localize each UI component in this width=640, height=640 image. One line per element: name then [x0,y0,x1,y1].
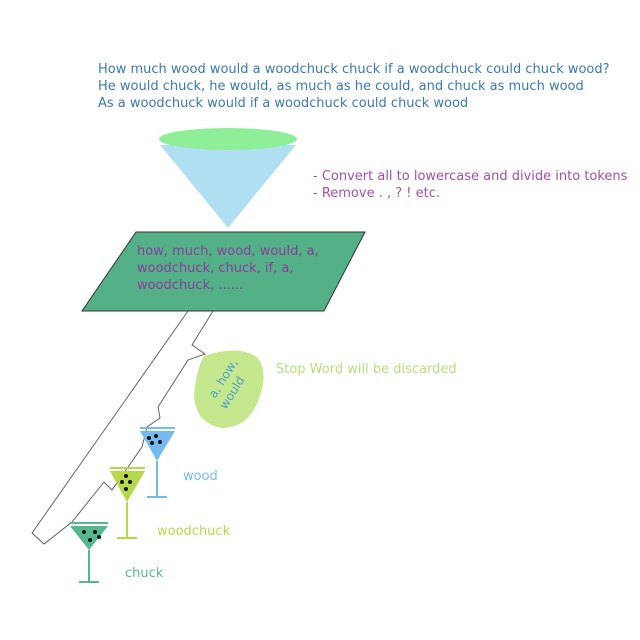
input-text-line-1: How much wood would a woodchuck chuck if… [98,62,610,77]
glass-bowl [70,526,108,550]
glass-dot [128,480,132,484]
funnel-cone [160,145,296,228]
glass-chuck [70,522,108,583]
glass-dot [93,530,97,534]
stop-word-leaf [194,350,264,428]
glass-label-woodchuck: woodchuck [157,524,231,539]
glass-dot [82,530,86,534]
glass-label-chuck: chuck [125,566,164,581]
glass-dot [150,441,154,445]
input-text-line-3: As a woodchuck would if a woodchuck coul… [98,96,469,111]
stop-word-label: Stop Word will be discarded [276,362,457,377]
token-line-1: how, much, wood, would, a, [137,244,319,259]
glass-dot [154,434,158,438]
glass-dot [88,538,92,542]
funnel-rim [159,128,297,150]
token-line-3: woodchuck, ...... [137,278,244,293]
glass-dot [120,480,124,484]
note-remove-punctuation: - Remove . , ? ! etc. [313,186,440,201]
glass-wood [140,427,175,498]
glass-label-wood: wood [183,469,218,484]
note-lowercase-tokenize: - Convert all to lowercase and divide in… [313,169,628,184]
glass-dot [147,436,151,440]
glass-dot [97,535,101,539]
input-text-line-2: He would chuck, he would, as much as he … [98,79,584,94]
token-box [81,231,366,312]
glass-dot [124,474,128,478]
glass-dot [158,440,162,444]
glass-woodchuck [110,467,145,539]
token-line-2: woodchuck, chuck, if, a, [137,261,294,276]
glass-bowl [110,471,145,502]
glass-dot [124,487,128,491]
sorting-chute [31,310,214,545]
